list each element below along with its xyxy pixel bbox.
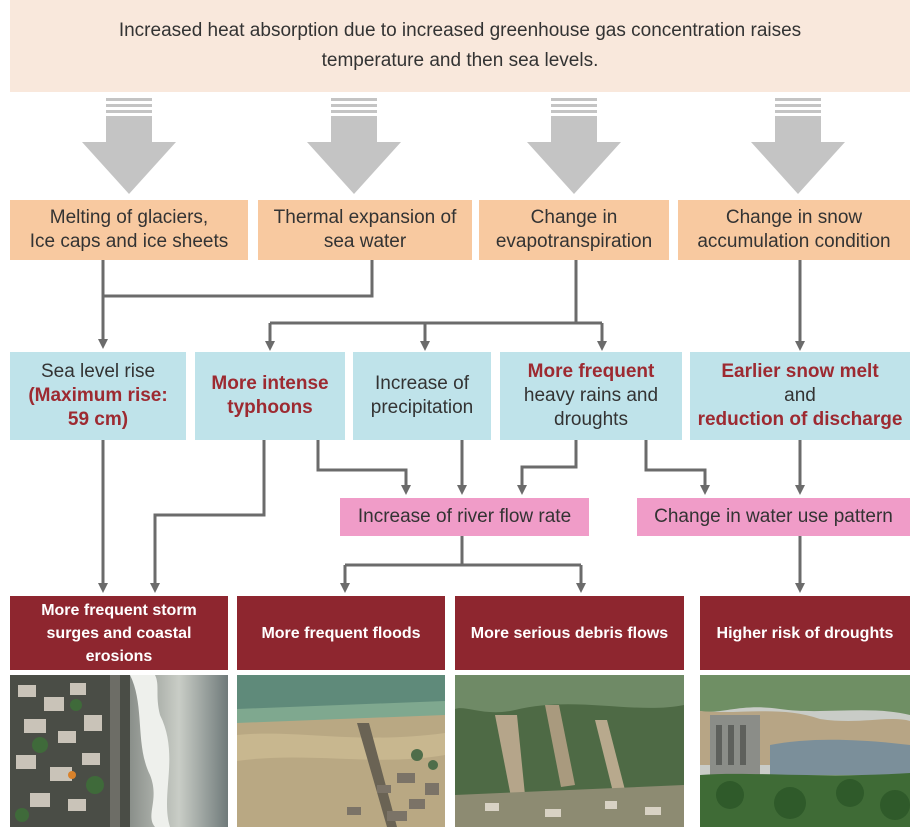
impact-storm-line-2: surges and coastal [46,624,192,642]
effect-typhoons-line-2: typhoons [227,397,313,418]
cause-glaciers-line-2: Ice caps and ice sheets [29,231,229,252]
effect-frequent-line-1: More frequent [527,361,655,382]
effect-snow-melt-line-3: reduction of discharge [697,409,903,430]
intermediate-water-use: Change in water use pattern [637,498,910,536]
impact-storm-line-1: More frequent storm [41,601,197,619]
effect-snow-melt: Earlier snow melt and reduction of disch… [690,352,910,440]
connector-frequent-river [517,440,578,495]
banner-line-1: Increased heat absorption due to increas… [118,20,802,41]
intermediate-river-flow: Increase of river flow rate [340,498,589,536]
cause-snow-line-1: Change in snow [725,207,863,228]
effect-sea-level-rise: Sea level rise (Maximum rise: 59 cm) [10,352,186,440]
cause-glaciers-line-1: Melting of glaciers, [49,207,209,228]
cause-thermal-line-2: sea water [323,231,407,252]
effect-sea-level-line-3: 59 cm) [67,409,129,430]
intermediate-river-flow-label: Increase of river flow rate [357,506,572,527]
cause-snow-line-2: accumulation condition [697,231,891,252]
cause-thermal-line-1: Thermal expansion of [273,207,457,228]
effect-sea-level-line-2: (Maximum rise: [28,385,168,406]
impact-debris-label: More serious debris flows [470,624,669,642]
effect-snow-melt-line-2: and [784,385,816,406]
cause-thermal-expansion: Thermal expansion of sea water [258,200,472,260]
cause-evapo-line-2: evapotranspiration [495,231,653,252]
coastal-erosion-photo [10,675,228,827]
banner-text: Increased heat absorption due to increas… [119,16,801,76]
effect-typhoons-line-1: More intense [211,373,329,394]
impact-storm-surges: More frequent storm surges and coastal ero… [10,596,228,670]
effect-snow-melt-line-1: Earlier snow melt [721,361,879,382]
big-arrow-4 [751,98,845,194]
effect-precipitation-line-2: precipitation [370,397,474,418]
debris-flow-photo [455,675,684,827]
cause-glaciers: Melting of glaciers, Ice caps and ice she… [10,200,248,260]
impact-debris-flows: More serious debris flows [455,596,684,670]
header-banner: Increased heat absorption due to increas… [10,0,910,92]
effect-frequent-rains-droughts: More frequent heavy rains and droughts [500,352,682,440]
connector-typhoons-river [316,440,411,495]
connector-glacier-merge [101,260,374,298]
connector-frequent-wateruse [644,440,710,495]
drought-reservoir-photo [700,675,910,827]
cause-snow-accumulation: Change in snow accumulation condition [678,200,910,260]
effect-frequent-line-3: droughts [554,409,628,430]
effect-sea-level-line-1: Sea level rise [40,361,156,382]
effect-typhoons: More intense typhoons [195,352,345,440]
connector-typhoon-storm [150,440,266,593]
impact-floods-label: More frequent floods [261,624,421,642]
cause-evapo-line-1: Change in [530,207,618,228]
effect-precipitation: Increase of precipitation [353,352,491,440]
banner-line-2: temperature and then sea levels. [321,50,599,71]
intermediate-water-use-label: Change in water use pattern [654,506,893,527]
flood-photo [237,675,445,827]
big-arrow-3 [527,98,621,194]
cause-evapotranspiration: Change in evapotranspiration [479,200,669,260]
impact-droughts: Higher risk of droughts [700,596,910,670]
big-arrow-1 [82,98,176,194]
impact-storm-line-3: erosions [85,647,153,665]
impact-droughts-label: Higher risk of droughts [716,624,894,642]
big-arrow-2 [307,98,401,194]
effect-precipitation-line-1: Increase of [375,373,469,394]
effect-frequent-line-2: heavy rains and [523,385,659,406]
impact-floods: More frequent floods [237,596,445,670]
